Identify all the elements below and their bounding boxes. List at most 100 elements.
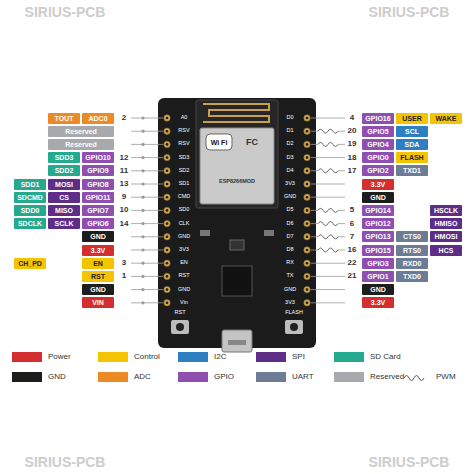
pin-function: GND <box>370 284 386 295</box>
pin-number: 12 <box>120 154 129 162</box>
pin-function: SDD2 <box>55 165 74 176</box>
header-pin <box>164 141 170 147</box>
pin-hole <box>166 288 169 291</box>
sd-card-tag: SDD0 <box>14 205 46 216</box>
watermark: SIRIUS-PCB <box>25 5 106 19</box>
legend-swatch <box>256 372 286 382</box>
leader-line <box>311 197 345 198</box>
pin-function: HMISO <box>435 218 458 229</box>
silkscreen-label: SD2 <box>179 168 190 174</box>
header-pin <box>304 194 310 200</box>
pin-number: 7 <box>350 233 354 241</box>
header-pin <box>304 141 310 147</box>
silkscreen-label: Vin <box>180 300 188 306</box>
pin-function: USER <box>402 113 421 124</box>
leader-line <box>311 210 318 211</box>
legend-text: Reserved <box>370 372 404 382</box>
pin-function: GPIO1 <box>367 271 388 282</box>
leader-line <box>338 144 345 145</box>
leader-line <box>311 223 318 224</box>
pin-number: 1 <box>122 272 126 280</box>
pin-function: MOSI <box>55 179 73 190</box>
pin-function: Reserved <box>65 139 97 150</box>
pin-function: SDCMD <box>17 192 43 203</box>
leader-line <box>338 210 345 211</box>
uart-tag: TXD0 <box>396 271 428 282</box>
antenna-trace <box>203 104 269 122</box>
leader-line <box>131 223 163 224</box>
header-pin <box>304 220 310 226</box>
gpio-tag: GPIO4 <box>362 139 394 150</box>
pwm-legend-symbol <box>404 376 424 381</box>
header-pin <box>164 115 170 121</box>
leader-dot <box>141 262 144 265</box>
silkscreen-label: CLK <box>179 221 190 227</box>
silkscreen-label: RX <box>286 260 294 266</box>
pin-function: GPIO0 <box>367 152 388 163</box>
power-tag: VIN <box>82 297 114 308</box>
pin-function: GPIO4 <box>367 139 388 150</box>
wifi-logo-text: Wi Fi <box>211 139 228 146</box>
micro-usb <box>222 330 252 352</box>
pin-function: SCL <box>405 126 419 137</box>
pin-function: CH_PD <box>18 258 42 269</box>
pin-number: 18 <box>348 154 357 162</box>
leader-line <box>311 184 345 185</box>
pin-hole <box>306 143 309 146</box>
spi-tag: SCLK <box>48 218 80 229</box>
uart-tag: RXD0 <box>396 258 428 269</box>
pin-function: MISO <box>55 205 73 216</box>
pin-hole <box>306 275 309 278</box>
control-tag: FLASH <box>396 152 428 163</box>
leader-line <box>131 250 163 251</box>
pin-function: SDD0 <box>21 205 40 216</box>
leader-line <box>131 170 163 171</box>
silkscreen-label: D5 <box>286 208 293 214</box>
pin-function: SDCLK <box>18 218 42 229</box>
power-tag: 3.3V <box>362 179 394 190</box>
leader-dot <box>141 182 144 185</box>
pin-function: HSCLK <box>434 205 458 216</box>
leader-dot <box>141 156 144 159</box>
button-cap <box>176 323 184 331</box>
button-cap <box>290 323 298 331</box>
leader-line <box>131 289 163 290</box>
header-pin <box>304 247 310 253</box>
leader-line <box>131 276 163 277</box>
header-pin <box>304 286 310 292</box>
control-tag: EN <box>82 258 114 269</box>
reserved-tag: Reserved <box>48 139 114 150</box>
pin-function: GPIO14 <box>365 205 390 216</box>
leader-line <box>311 131 318 132</box>
pin-function: GPIO3 <box>367 258 388 269</box>
header-pin <box>164 260 170 266</box>
gnd-tag: GND <box>82 231 114 242</box>
silkscreen-label: 3V3 <box>179 247 189 253</box>
pin-number: 22 <box>348 259 357 267</box>
leader-line <box>338 170 345 171</box>
pin-function: SDD1 <box>21 179 40 190</box>
silkscreen-label: GND <box>178 234 190 240</box>
pin-hole <box>306 117 309 120</box>
fc-mark: FC <box>246 138 258 147</box>
silkscreen-label: D0 <box>286 115 293 121</box>
pin-function: CS <box>59 192 69 203</box>
uart-tag: TXD1 <box>396 165 428 176</box>
pin-number: 20 <box>348 127 357 135</box>
pin-number: 14 <box>120 220 129 228</box>
pin-function: RXD0 <box>403 258 422 269</box>
header-pin <box>164 128 170 134</box>
silkscreen-label: A0 <box>181 115 188 121</box>
gpio-tag: GPIO11 <box>82 192 114 203</box>
spi-tag: HMISO <box>430 218 462 229</box>
leader-line <box>131 144 163 145</box>
wifi-logo <box>206 134 232 150</box>
adc-tag: ADC0 <box>82 113 114 124</box>
pwm-symbol <box>318 169 338 173</box>
pin-hole <box>166 143 169 146</box>
legend-swatch <box>256 352 286 362</box>
gpio-tag: GPIO6 <box>82 218 114 229</box>
pin-function: WAKE <box>436 113 457 124</box>
gpio-tag: GPIO9 <box>82 165 114 176</box>
pwm-symbol <box>318 129 338 133</box>
